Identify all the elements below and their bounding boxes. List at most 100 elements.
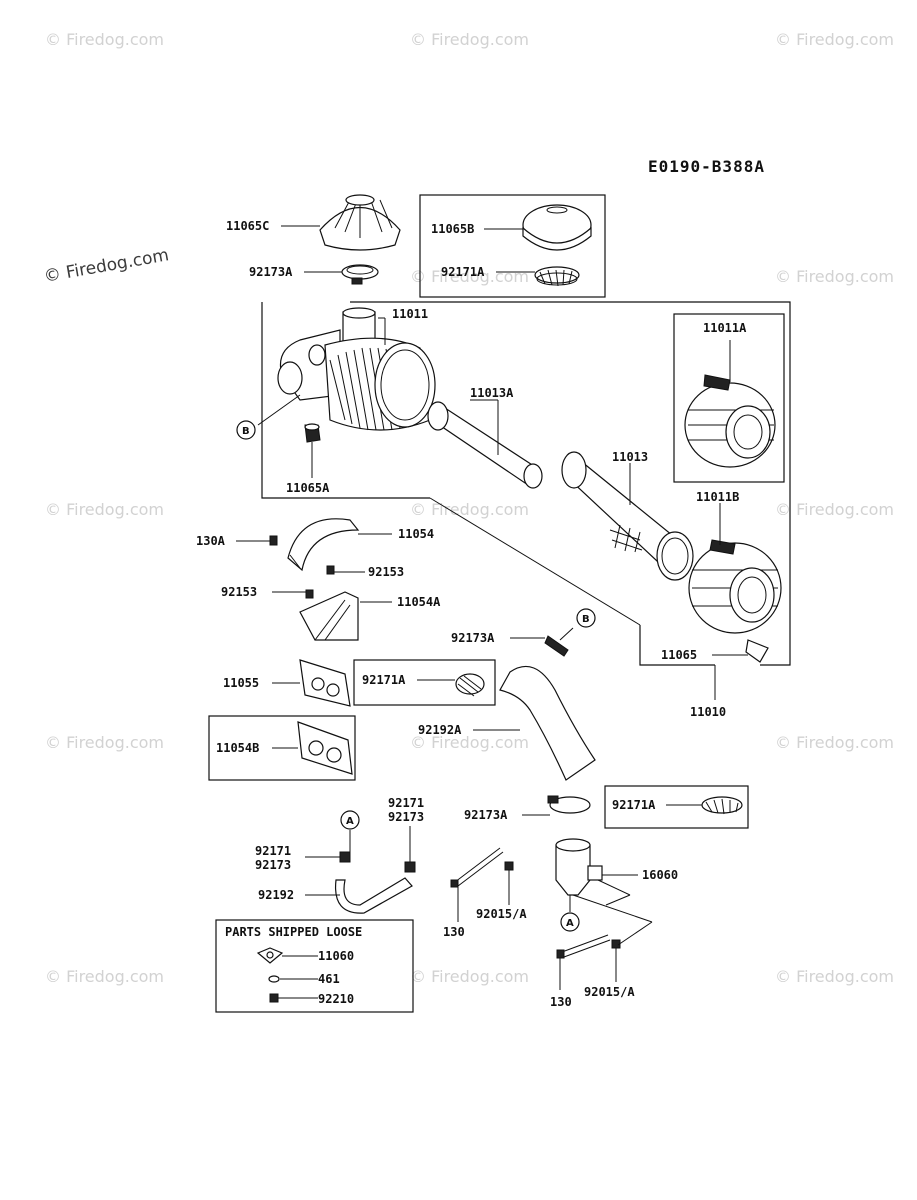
bolt-130-drawing — [454, 847, 504, 887]
part-label: 92173 — [388, 810, 424, 824]
alt-cover-box — [419, 194, 606, 298]
callout-A-left: A — [340, 810, 360, 830]
part-label: 11065C — [226, 219, 269, 233]
bolt-head-icon — [556, 949, 565, 959]
element-11013-drawing — [561, 451, 694, 581]
part-label: 11054 — [398, 527, 434, 541]
part-label: 11065 — [661, 648, 697, 662]
watermark-text: © Firedog.com — [775, 967, 894, 986]
part-label: 11054A — [397, 595, 441, 609]
part-label: 92173A — [249, 265, 293, 279]
element-11011A-box — [673, 313, 785, 483]
part-label: 92153 — [221, 585, 257, 599]
clamp-92171A-low-drawing — [701, 796, 743, 815]
part-label: 92171A — [612, 798, 656, 812]
air-cleaner-11011-drawing — [277, 307, 436, 431]
watermark-text: © Firedog.com — [775, 733, 894, 752]
part-label: 11060 — [318, 949, 354, 963]
part-label: 92173A — [464, 808, 508, 822]
element-11011B-drawing — [688, 539, 782, 634]
clamp-92173A-mid-drawing — [544, 635, 569, 657]
diagram-code: E0190-B388A — [648, 157, 765, 176]
part-label: 92015/A — [476, 907, 527, 921]
clamp-box-low — [604, 785, 749, 829]
watermark-text: © Firedog.com — [410, 30, 529, 49]
clamp-92171A-drawing — [534, 266, 580, 287]
clamp-92173A-low-drawing — [547, 795, 591, 814]
watermarks: © Firedog.com © Firedog.com © Firedog.co… — [42, 30, 894, 986]
clamp-box-mid — [353, 659, 496, 706]
part-label: 92171 — [255, 844, 291, 858]
part-label: 11055 — [223, 676, 259, 690]
part-label: 92173A — [451, 631, 495, 645]
watermark-text: © Firedog.com — [45, 30, 164, 49]
callout-B-upper: B — [236, 420, 256, 440]
cover-11065C-drawing — [319, 194, 401, 251]
part-label: 130 — [443, 925, 465, 939]
callout-A-lower: A — [560, 912, 580, 932]
leader-lines — [236, 225, 748, 999]
part-label: 92015/A — [584, 985, 635, 999]
part-label: 92153 — [368, 565, 404, 579]
element-11011A-drawing — [684, 374, 776, 468]
hose-92192-drawing — [334, 851, 416, 914]
loose-parts-box — [215, 919, 414, 1013]
bracket-11054B-box — [208, 715, 356, 781]
part-label: 92192A — [418, 723, 462, 737]
watermark-text: © Firedog.com — [410, 967, 529, 986]
valve-11065-drawing — [745, 639, 769, 663]
bracket-11054-drawing — [269, 518, 360, 572]
main-assembly-frame-top-right — [350, 301, 791, 666]
svg-text:B: B — [242, 426, 250, 437]
precleaner-16060-drawing — [555, 838, 603, 896]
cover-11065B-drawing — [522, 204, 592, 251]
watermark-text: © Firedog.com — [410, 500, 529, 519]
bracket-11054A-drawing — [299, 565, 359, 641]
part-label: 11010 — [690, 705, 726, 719]
part-label: 11011B — [696, 490, 739, 504]
main-assembly-frame-left — [261, 302, 430, 499]
part-label: 92171A — [441, 265, 485, 279]
part-label: 16060 — [642, 868, 678, 882]
element-11013A-drawing — [427, 401, 543, 489]
main-assembly-frame-bottom — [639, 625, 715, 666]
part-label: 130A — [196, 534, 226, 548]
part-label: 92192 — [258, 888, 294, 902]
bolt-130-drawing — [561, 934, 611, 958]
nut-92015A-drawing — [504, 861, 514, 871]
part-label: 130 — [550, 995, 572, 1009]
part-label: 92210 — [318, 992, 354, 1006]
clamp-92171A-mid-drawing — [455, 673, 485, 697]
svg-text:A: A — [346, 816, 354, 827]
valve-11065A-drawing — [304, 423, 321, 443]
part-label: 11054B — [216, 741, 259, 755]
loose-box-title: PARTS SHIPPED LOOSE — [225, 925, 362, 939]
callout-B-lower: B — [576, 608, 596, 628]
gasket-11054B-drawing — [297, 721, 353, 775]
part-label: 92171A — [362, 673, 406, 687]
part-label: 11011 — [392, 307, 428, 321]
watermark-text: © Firedog.com — [410, 733, 529, 752]
svg-text:B: B — [582, 614, 590, 625]
part-label: 11065B — [431, 222, 474, 236]
watermark-text: © Firedog.com — [45, 967, 164, 986]
watermark-text: © Firedog.com — [775, 500, 894, 519]
part-label: 11013 — [612, 450, 648, 464]
hose-92192A-drawing — [499, 665, 596, 781]
part-label: 11013A — [470, 386, 514, 400]
part-label: 92173 — [255, 858, 291, 872]
watermark-text: © Firedog.com — [775, 30, 894, 49]
watermark-text: © Firedog.com — [45, 500, 164, 519]
gasket-11055-drawing — [299, 659, 351, 707]
part-label: 11011A — [703, 321, 747, 335]
loose-parts-drawing — [256, 947, 284, 1003]
bolt-head-icon — [450, 879, 459, 888]
watermark-text: © Firedog.com — [42, 245, 170, 287]
part-label: 92171 — [388, 796, 424, 810]
svg-text:A: A — [566, 918, 574, 929]
watermark-text: © Firedog.com — [45, 733, 164, 752]
part-label: 11065A — [286, 481, 330, 495]
clamp-92173A-drawing — [341, 264, 379, 285]
watermark-text: © Firedog.com — [775, 267, 894, 286]
